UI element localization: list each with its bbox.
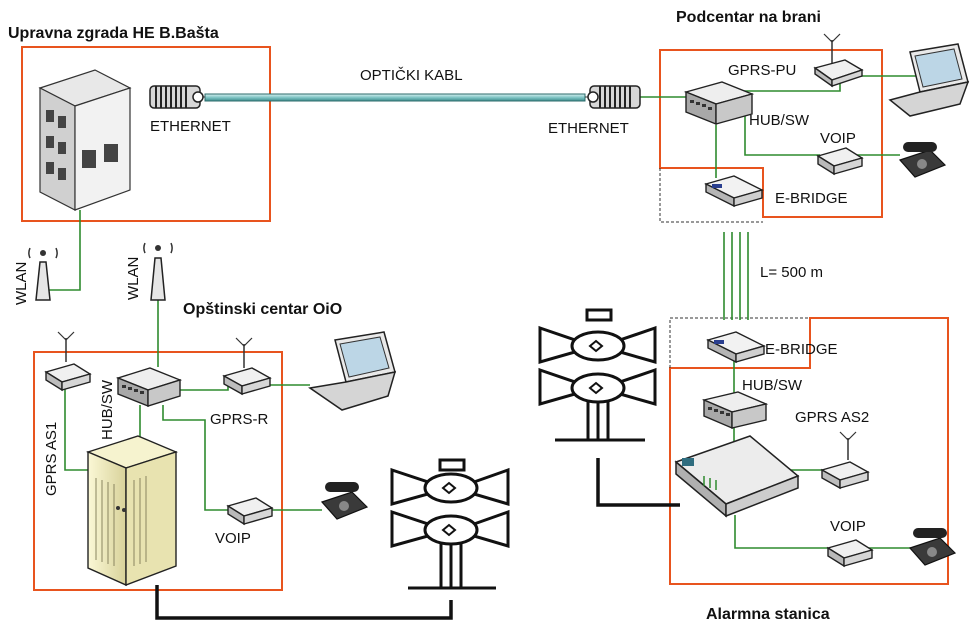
label-distance: L= 500 m: [760, 264, 823, 281]
server-cabinet-icon: [85, 435, 179, 587]
siren-cable-right: [596, 458, 680, 507]
hub-switch-icon: [683, 81, 755, 126]
siren-tower-icon: [390, 458, 510, 590]
laptop-icon: [308, 331, 397, 411]
alarm-controller-icon: [674, 435, 800, 518]
building-icon: [38, 69, 132, 211]
ethernet-connector-icon: [587, 85, 641, 109]
laptop-icon: [888, 43, 970, 117]
label-opticki-kabl: OPTIČKI KABL: [360, 67, 463, 84]
gprs-modem-icon: [222, 337, 272, 396]
label-hub-sw-top: HUB/SW: [749, 112, 810, 129]
voip-device-icon: [816, 147, 864, 176]
title-upravna: Upravna zgrada HE B.Bašta: [8, 25, 219, 42]
label-voip-top: VOIP: [820, 130, 856, 147]
siren-cable-left: [155, 585, 453, 620]
title-alarmna: Alarmna stanica: [706, 606, 830, 623]
label-gprs-r: GPRS-R: [210, 411, 269, 428]
ebridge-device-icon: [706, 331, 766, 364]
hub-switch-icon: [115, 367, 183, 408]
ebridge-device-icon: [704, 175, 764, 208]
wlan-antenna-icon: [143, 242, 173, 301]
optic-cable: [204, 93, 586, 102]
title-opstinski: Opštinski centar OiO: [183, 301, 342, 318]
frame-alarmna: [669, 317, 949, 585]
telephone-icon: [908, 528, 957, 566]
hub-switch-icon: [701, 391, 769, 430]
label-ebridge-bottom: E-BRIDGE: [765, 341, 838, 358]
telephone-icon: [320, 482, 369, 520]
voip-device-icon: [226, 497, 274, 526]
label-wlan-1: WLAN: [13, 262, 30, 305]
voip-device-icon: [826, 539, 874, 568]
label-voip-right: VOIP: [830, 518, 866, 535]
label-ebridge-top: E-BRIDGE: [775, 190, 848, 207]
label-gprs-pu: GPRS-PU: [728, 62, 796, 79]
label-hub-sw-left: HUB/SW: [99, 379, 116, 440]
telephone-icon: [898, 142, 947, 178]
frame-alarmna-dashed: [669, 317, 810, 368]
label-wlan-2: WLAN: [125, 257, 142, 300]
gprs-modem-icon: [820, 431, 870, 490]
title-podcentar: Podcentar na brani: [676, 9, 821, 26]
label-voip-left: VOIP: [215, 530, 251, 547]
gprs-modem-icon: [813, 33, 864, 88]
label-gprs-as2: GPRS AS2: [795, 409, 869, 426]
frame-upravna: [21, 46, 271, 222]
label-ethernet-right: ETHERNET: [548, 120, 629, 137]
siren-tower-icon: [538, 308, 657, 442]
ethernet-connector-icon: [149, 85, 204, 109]
frame-podcentar-dashed: [659, 168, 763, 223]
wlan-antenna-icon: [28, 247, 58, 301]
network-links: [45, 75, 919, 549]
gprs-modem-icon: [44, 331, 92, 392]
label-ethernet-left: ETHERNET: [150, 118, 231, 135]
label-hub-sw-right: HUB/SW: [742, 377, 803, 394]
label-gprs-as1: GPRS AS1: [43, 422, 60, 496]
